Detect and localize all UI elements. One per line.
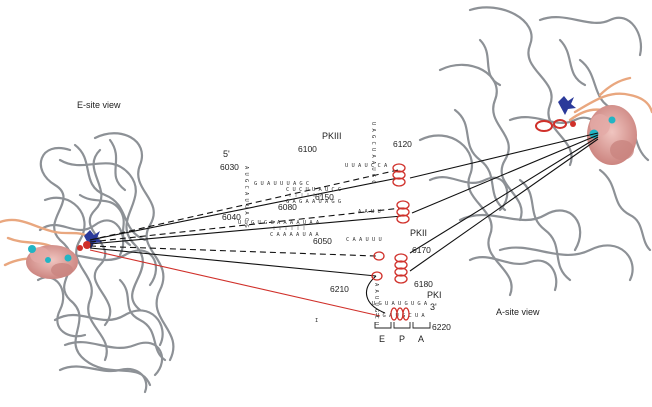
pos-6080: 6080	[278, 202, 297, 212]
pk2-label: PKII	[410, 228, 427, 238]
seq-single-i: I	[315, 318, 318, 324]
five-prime-label: 5'	[223, 149, 230, 159]
highlight-ellipses	[371, 163, 410, 321]
seq-strand-d: U U G U G G A A A A U A A	[238, 220, 320, 226]
pos-6220: 6220	[432, 322, 451, 332]
seq-pk2-stem: A A U U	[358, 209, 381, 215]
site-brackets	[374, 322, 431, 329]
seq-strand-b: C U C U U A U C C	[286, 187, 341, 193]
seq-bottom-a: U G U A U G U G A	[372, 301, 428, 307]
pos-6120: 6120	[393, 139, 412, 149]
asite-ligand-markers	[535, 96, 616, 139]
asite-view-label: A-site view	[496, 307, 540, 317]
seq-strand-a: G U A U U U A G C	[254, 181, 309, 187]
pos-6210: 6210	[330, 284, 349, 294]
pos-6100: 6100	[298, 144, 317, 154]
site-a-label: A	[418, 334, 424, 344]
pk1-label: PKI	[427, 290, 442, 300]
seq-hairpin: U U A U C C A	[345, 163, 388, 169]
seq-strand-f: C A A U U U	[346, 237, 382, 243]
site-e-label: E	[379, 334, 385, 344]
seq-strand-c: G A G A A U A G G	[286, 199, 341, 205]
pos-6040: 6040	[222, 212, 241, 222]
pk3-label: PKIII	[322, 131, 342, 141]
seq-bottom-c: A A U U G C U	[373, 283, 379, 325]
three-prime-label: 3'	[430, 302, 437, 312]
pos-6030: 6030	[220, 162, 239, 172]
pos-6180: 6180	[414, 279, 433, 289]
seq-bottom-b: U G A U G C U A	[376, 313, 425, 319]
pos-6150: 6150	[315, 192, 334, 202]
asite-ribosome	[418, 6, 652, 297]
seq-stem-left: A U G C A U U A C G	[243, 166, 249, 228]
esite-view-label: E-site view	[77, 100, 121, 110]
pos-6170: 6170	[412, 245, 431, 255]
rna-secondary-structure: G U A U U U A G C C U C U U A U C C G A …	[238, 122, 431, 329]
pos-6050: 6050	[313, 236, 332, 246]
site-p-label: P	[399, 334, 405, 344]
seq-strand-e: C A A A A U A A	[270, 232, 319, 238]
connector-lines	[89, 132, 599, 317]
seq-stem-right: U A G C U A A U G G	[370, 122, 376, 184]
